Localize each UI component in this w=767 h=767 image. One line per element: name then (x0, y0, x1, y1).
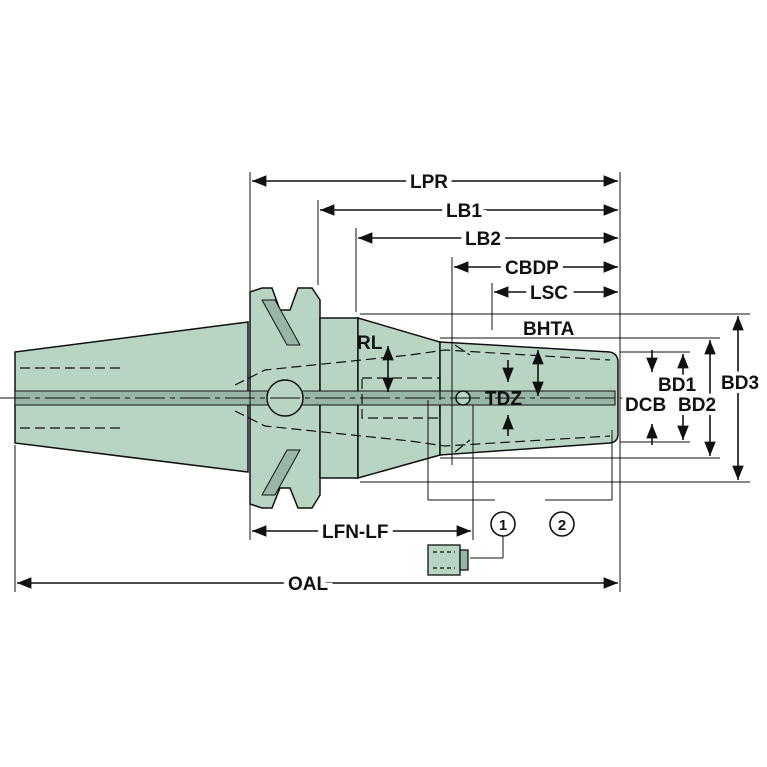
cbdp-label: CBDP (505, 258, 559, 279)
dimension-lines (16, 175, 744, 589)
extension-lines (14, 172, 750, 592)
callout-2-number: 2 (558, 517, 566, 534)
coolant-screw-part (427, 544, 469, 576)
bd2-label: BD2 (678, 395, 716, 416)
hidden-lines (20, 344, 611, 453)
callout-1-number: 1 (499, 517, 507, 534)
bhta-label: BHTA (523, 319, 575, 340)
tdz-label: TDZ (485, 389, 522, 410)
lsc-label: LSC (530, 283, 568, 304)
lpr-label: LPR (410, 172, 448, 193)
oal-label: OAL (288, 574, 329, 595)
callout-2: 2 (549, 511, 575, 537)
bd1-label: BD1 (658, 375, 696, 396)
lfn-lf-label: LFN-LF (322, 522, 388, 543)
callout-1: 1 (490, 511, 516, 537)
lb2-label: LB2 (465, 229, 501, 250)
dcb-label: DCB (625, 395, 666, 416)
rl-label: RL (357, 333, 383, 354)
bd3-label: BD3 (721, 373, 759, 394)
lb1-label: LB1 (446, 201, 482, 222)
